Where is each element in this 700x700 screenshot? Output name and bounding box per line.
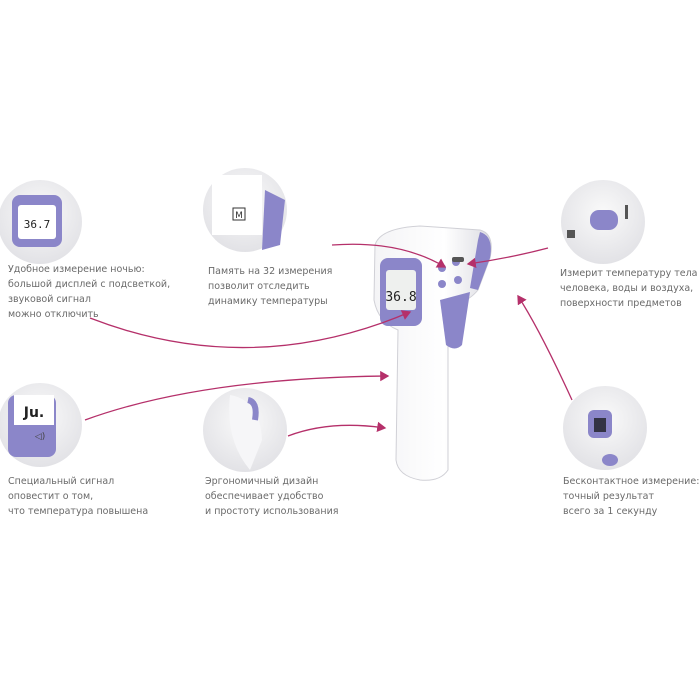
thumb-reading: 36.7 xyxy=(24,218,51,231)
caption-modes: Измерит температуру тела человека, воды … xyxy=(560,268,698,309)
caption-night-display: Удобное измерение ночью: большой дисплей… xyxy=(8,264,171,320)
thumb-ergonomic-grip xyxy=(203,388,287,472)
svg-text:Ju.: Ju. xyxy=(23,405,45,421)
caption-memory: Память на 32 измерения позволит отследит… xyxy=(208,266,333,307)
device-display-reading: 36.8 xyxy=(385,290,416,305)
svg-text:◁): ◁) xyxy=(35,432,45,442)
thumb-sensor xyxy=(563,386,647,470)
thumb-memory: M xyxy=(203,168,287,252)
caption-alarm: Специальный сигнал оповестит о том, что … xyxy=(8,476,149,517)
thumb-alarm-sound: Ju. ◁) xyxy=(0,383,82,467)
callout-arrows xyxy=(84,243,573,437)
caption-ergonomic: Эргономичный дизайн обеспечивает удобств… xyxy=(205,476,339,517)
thermometer-device: 36.8 xyxy=(373,225,492,481)
memory-label: M xyxy=(235,211,243,221)
thumb-night-display: 36.7 xyxy=(0,180,82,264)
thumb-mode-switch xyxy=(561,180,645,264)
caption-contactless: Бесконтактное измерение: точный результа… xyxy=(563,476,700,517)
